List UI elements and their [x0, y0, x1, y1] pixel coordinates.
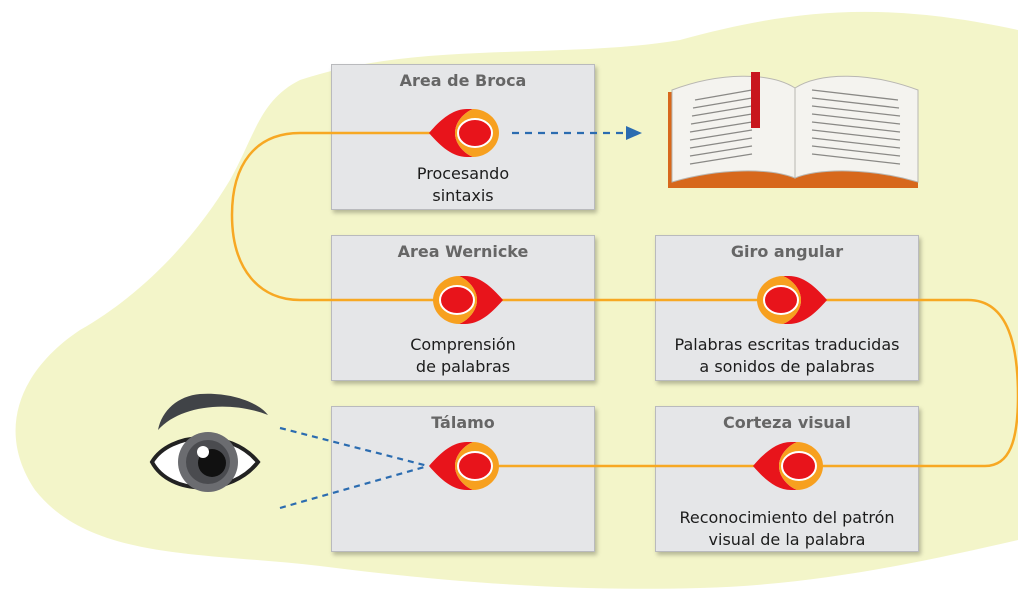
- box-description: Procesando sintaxis: [332, 163, 594, 207]
- box-description-line: visual de la palabra: [708, 530, 866, 549]
- box-description-line: Comprensión: [410, 335, 516, 354]
- box-title: Tálamo: [431, 413, 495, 432]
- box-title: Giro angular: [730, 242, 844, 261]
- box-description-line: sintaxis: [432, 186, 494, 205]
- box-description: Comprensión de palabras: [332, 334, 594, 378]
- box-giro-angular: Giro angular Palabras escritas traducida…: [655, 235, 919, 381]
- box-area-broca: Area de Broca Procesando sintaxis: [331, 64, 595, 210]
- box-description-line: a sonidos de palabras: [699, 357, 875, 376]
- box-title: Area de Broca: [399, 71, 527, 90]
- box-description-line: de palabras: [415, 357, 511, 376]
- box-talamo: Tálamo: [331, 406, 595, 552]
- box-description: Reconocimiento del patrón visual de la p…: [656, 507, 918, 551]
- box-description-line: Procesando: [416, 164, 510, 183]
- box-area-wernicke: Area Wernicke Comprensión de palabras: [331, 235, 595, 381]
- box-title: Area Wernicke: [397, 242, 529, 261]
- box-title: Corteza visual: [723, 413, 851, 432]
- box-description-line: Reconocimiento del patrón: [679, 508, 895, 527]
- box-corteza-visual: Corteza visual Reconocimiento del patrón…: [655, 406, 919, 552]
- box-description-line: Palabras escritas traducidas: [674, 335, 900, 354]
- box-description: Palabras escritas traducidas a sonidos d…: [656, 334, 918, 378]
